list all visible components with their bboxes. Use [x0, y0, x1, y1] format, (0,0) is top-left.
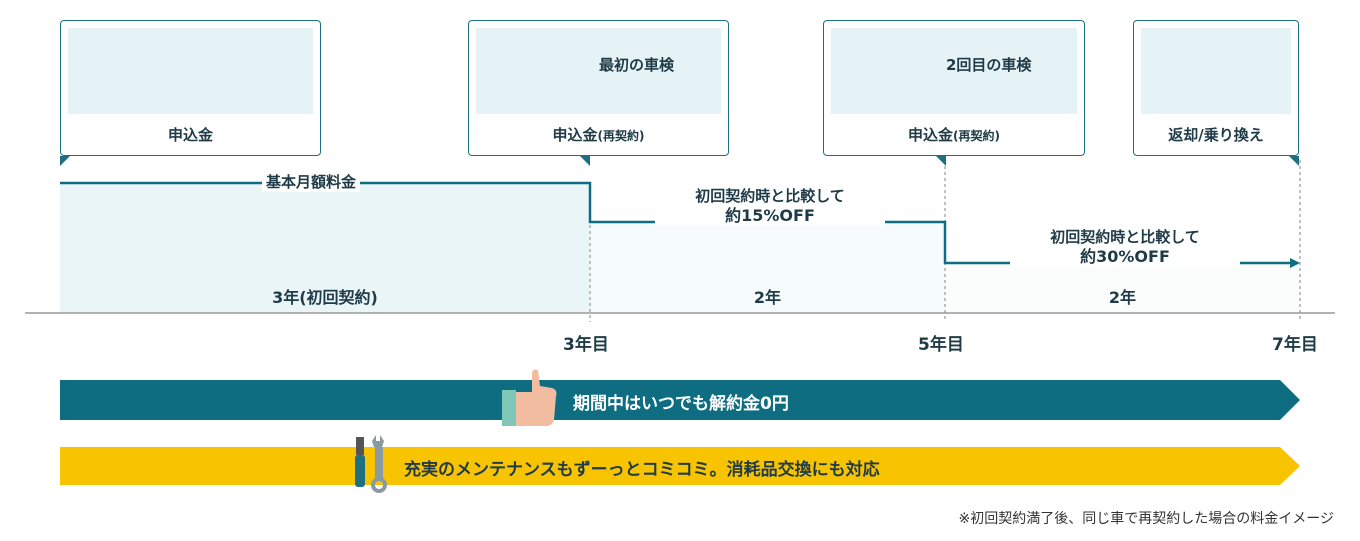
card-return: 返却/乗り換え [1133, 20, 1299, 156]
card-label: 申込金 [167, 126, 213, 144]
fee-arrow-head [1290, 258, 1300, 268]
period1-fill [60, 183, 590, 313]
card-label: 申込金(再契約) [552, 126, 645, 144]
period-initial: 3年(初回契約) [272, 288, 378, 307]
maintenance-banner-shape [60, 447, 1300, 485]
card-second-inspection: 2回目の車検 申込金(再契約) [823, 20, 1085, 156]
footnote: ※初回契約満了後、同じ車で再契約した場合の料金イメージ [958, 511, 1334, 527]
maintenance-banner-text: 充実のメンテナンスもずーっとコミコミ。消耗品交換にも対応 [404, 460, 880, 480]
thumbs-up-icon [502, 369, 557, 426]
card-title: 最初の車検 [599, 56, 675, 74]
cancel-banner-text: 期間中はいつでも解約金0円 [573, 394, 789, 414]
discount1-note: 初回契約時と比較して 約15%OFF [655, 186, 885, 226]
card-title: 2回目の車検 [946, 56, 1032, 74]
year-mark-5: 5年目 [918, 335, 964, 355]
year-mark-3: 3年目 [563, 335, 609, 355]
cancel-banner-shape [60, 380, 1300, 420]
card-first-inspection: 最初の車検 申込金(再契約) [468, 20, 729, 156]
card-application: 申込金 [60, 20, 321, 156]
period-third: 2年 [1108, 288, 1137, 307]
card-label: 返却/乗り換え [1168, 126, 1264, 144]
base-fee-label: 基本月額料金 [262, 172, 361, 192]
tools-icon [355, 435, 387, 493]
discount2-note: 初回契約時と比較して 約30%OFF [1010, 227, 1240, 267]
card-label: 申込金(再契約) [908, 126, 1000, 144]
year-mark-7: 7年目 [1272, 335, 1318, 355]
period2-fill [590, 222, 945, 313]
period3-fill [945, 263, 1300, 313]
period-second: 2年 [753, 288, 782, 307]
